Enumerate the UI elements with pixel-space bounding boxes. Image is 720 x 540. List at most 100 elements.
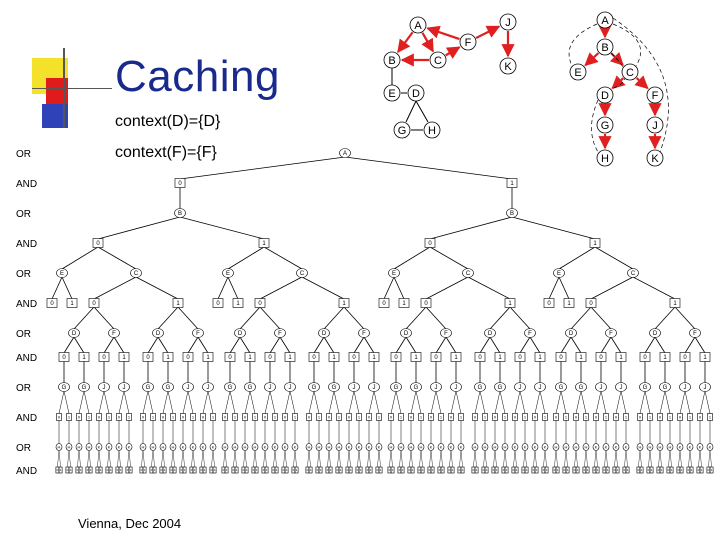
tree-leaf-1-20-1-label: 1 (486, 468, 488, 472)
tree-leaf-1-7-1: 1 (212, 466, 217, 474)
graph-left-node-j-label: J (505, 17, 511, 29)
tree-or-k-3-0: K (115, 443, 123, 451)
tree-leaf-0-27-1-label: 0 (624, 468, 626, 472)
tree-and-gj0-3: 0 (116, 413, 122, 421)
tree-leaf-1-27-0: 1 (615, 466, 620, 474)
tree-leaf-0-26-1-label: 0 (604, 468, 606, 472)
tree-and-gj0-10-label: 0 (264, 414, 267, 419)
tree-and-df-7-1-label: 1 (663, 355, 667, 361)
tree-or-k-3-1: K (125, 443, 133, 451)
tree-leaf-1-26-1-label: 1 (607, 468, 609, 472)
tree-and-df-1-1: 1 (162, 352, 174, 362)
slide-title: Caching (115, 52, 280, 101)
tree-leaf-1-22-1-label: 1 (526, 468, 528, 472)
tree-or-g-3-0-label: G (312, 385, 317, 391)
tree-or-f-4-label: F (444, 331, 448, 337)
graph-right-node-d-label: D (601, 90, 609, 102)
tree-leaf-1-26-0-label: 1 (597, 468, 599, 472)
tree-or-c-00: C (130, 268, 142, 278)
tree-and-c1-0: 1 (172, 298, 184, 308)
tree-or-k-23-1: K (541, 443, 549, 451)
tree-and-gj0-16-label: 0 (390, 414, 393, 419)
tree-or-h-16-0: H (387, 443, 395, 451)
tree-or-b-1-label: B (510, 211, 514, 217)
tree-leaf-0-7-0: 0 (199, 466, 204, 474)
tree-or-k-2-0-label: K (98, 444, 101, 449)
tree-leaf-1-12-0-label: 1 (310, 468, 312, 472)
tree-and-c1-2: 1 (504, 298, 516, 308)
tree-leaf-0-7-0-label: 0 (201, 468, 203, 472)
graph-right-node-e: E (569, 63, 587, 81)
tree-and-gj0-6-label: 0 (182, 414, 185, 419)
tree-or-g-1-0: G (142, 382, 154, 392)
tree-leaf-1-8-0-label: 1 (226, 468, 228, 472)
tree-leaf-0-8-1: 0 (231, 466, 236, 474)
tree-or-j-5-3: J (534, 382, 546, 392)
tree-and-df-1-1-label: 1 (166, 355, 170, 361)
tree-leaf-1-19-1-label: 1 (462, 468, 464, 472)
tree-leaf-1-6-0-label: 1 (184, 468, 186, 472)
tree-or-h-29-1: H (666, 443, 674, 451)
tree-leaf-1-1-0-label: 1 (80, 468, 82, 472)
tree-or-g-6-1: G (575, 382, 587, 392)
tree-and-gj0-9: 0 (242, 413, 248, 421)
tree-leaf-1-28-0: 1 (639, 466, 644, 474)
tree-or-k-31-0: K (696, 443, 704, 451)
tree-or-h-25-1-label: H (585, 444, 588, 449)
graph-left-node-b: B (383, 51, 401, 69)
tree-leaf-1-31-0: 1 (699, 466, 704, 474)
tree-or-b-1: B (506, 208, 518, 218)
tree-or-e-10-label: E (392, 271, 396, 277)
tree-or-j-5-2: J (514, 382, 526, 392)
tree-or-k-7-1-label: K (212, 444, 215, 449)
graph-right-node-c: C (621, 63, 639, 81)
tree-leaf-0-6-0-label: 0 (181, 468, 183, 472)
tree-and-df-5-0-label: 0 (478, 355, 482, 361)
tree-and-df-3-3-label: 1 (372, 355, 376, 361)
tree-or-d-4-label: D (404, 331, 409, 337)
tree-and-gj1-16: 1 (398, 413, 404, 421)
tree-and-b-11-label: 1 (593, 241, 597, 247)
tree-or-g-3-0: G (308, 382, 320, 392)
tree-and-gj1-11-label: 1 (294, 414, 297, 419)
tree-or-h-20-0-label: H (474, 444, 477, 449)
tree-leaf-0-31-0-label: 0 (698, 468, 700, 472)
graph-left-node-a-label: A (414, 20, 422, 32)
tree-and-e0-0: 0 (46, 298, 58, 308)
tree-and-gj1-18-label: 1 (440, 414, 443, 419)
tree-or-h-29-0-label: H (659, 444, 662, 449)
tree-or-k-18-0-label: K (430, 444, 433, 449)
graph-left-node-h: H (423, 121, 441, 139)
tree-or-k-6-0-label: K (182, 444, 185, 449)
tree-leaf-1-18-0: 1 (430, 466, 435, 474)
tree-leaf-0-23-1: 0 (541, 466, 546, 474)
tree-and-gj1-10-label: 1 (274, 414, 277, 419)
tree-and-gj0-0: 0 (56, 413, 62, 421)
tree-leaf-1-17-1: 1 (420, 466, 425, 474)
tree-or-k-18-0: K (427, 443, 435, 451)
tree-and-df-3-3: 1 (368, 352, 380, 362)
tree-and-gj0-1: 0 (76, 413, 82, 421)
tree-or-e-01: E (222, 268, 234, 278)
tree-or-k-11-0-label: K (284, 444, 287, 449)
graph-right-node-k-label: K (651, 153, 659, 165)
tree-and-gj1-12: 1 (316, 413, 322, 421)
tree-leaf-0-23-1-label: 0 (543, 468, 545, 472)
tree-leaf-1-14-0-label: 1 (350, 468, 352, 472)
tree-and-gj1-0-label: 1 (68, 414, 71, 419)
tree-or-k-19-0-label: K (450, 444, 453, 449)
tree-or-h-16-1-label: H (400, 444, 403, 449)
tree-leaf-0-17-1: 0 (417, 466, 422, 474)
tree-or-c-11-label: C (631, 271, 636, 277)
graph-left-node-e: E (383, 84, 401, 102)
tree-or-d-1-label: D (156, 331, 161, 337)
tree-leaf-0-13-1-label: 0 (337, 468, 339, 472)
tree-leaf-0-30-0-label: 0 (678, 468, 680, 472)
tree-or-d-7-label: D (653, 331, 658, 337)
tree-and-c1-3-label: 1 (673, 301, 677, 307)
tree-leaf-0-24-0: 0 (552, 466, 557, 474)
tree-and-gj0-29: 0 (657, 413, 663, 421)
level-label-and-11: AND (16, 466, 37, 477)
tree-leaf-0-11-0: 0 (281, 466, 286, 474)
tree-leaf-1-15-0-label: 1 (370, 468, 372, 472)
